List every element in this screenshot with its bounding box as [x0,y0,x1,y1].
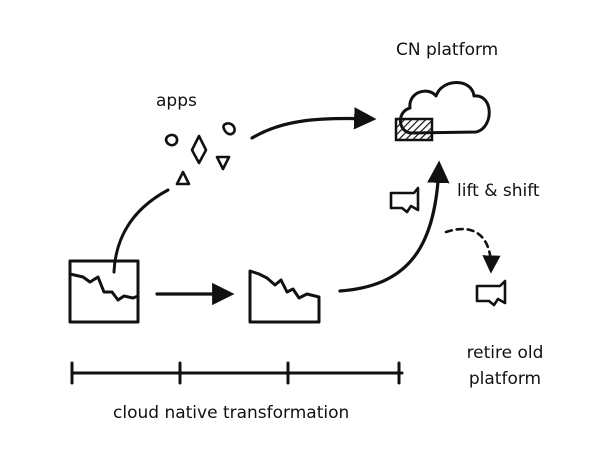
decomposed-app-icon [248,269,321,324]
timeline-axis [70,361,404,385]
apps-shapes-icon [164,122,236,186]
arrow-apps-to-platform [250,107,377,140]
lift-shift-label: lift & shift [457,181,540,201]
migrated-app-block-icon [394,117,434,142]
legacy-monolith-icon [68,259,140,324]
arrow-to-platform [338,160,450,293]
cn-platform-label: CN platform [396,40,499,60]
cloud-icon [399,81,491,135]
retired-platform-chunk-icon [475,279,507,307]
lift-shift-chunk-icon [389,186,420,214]
retire-label-line1: retire old [466,343,544,363]
apps-label: apps [156,91,197,111]
retire-label-line2: platform [468,369,542,389]
timeline-label: cloud native transformation [113,403,350,423]
arrow-retire-dashed [444,227,501,274]
line-legacy-to-apps [112,188,170,274]
